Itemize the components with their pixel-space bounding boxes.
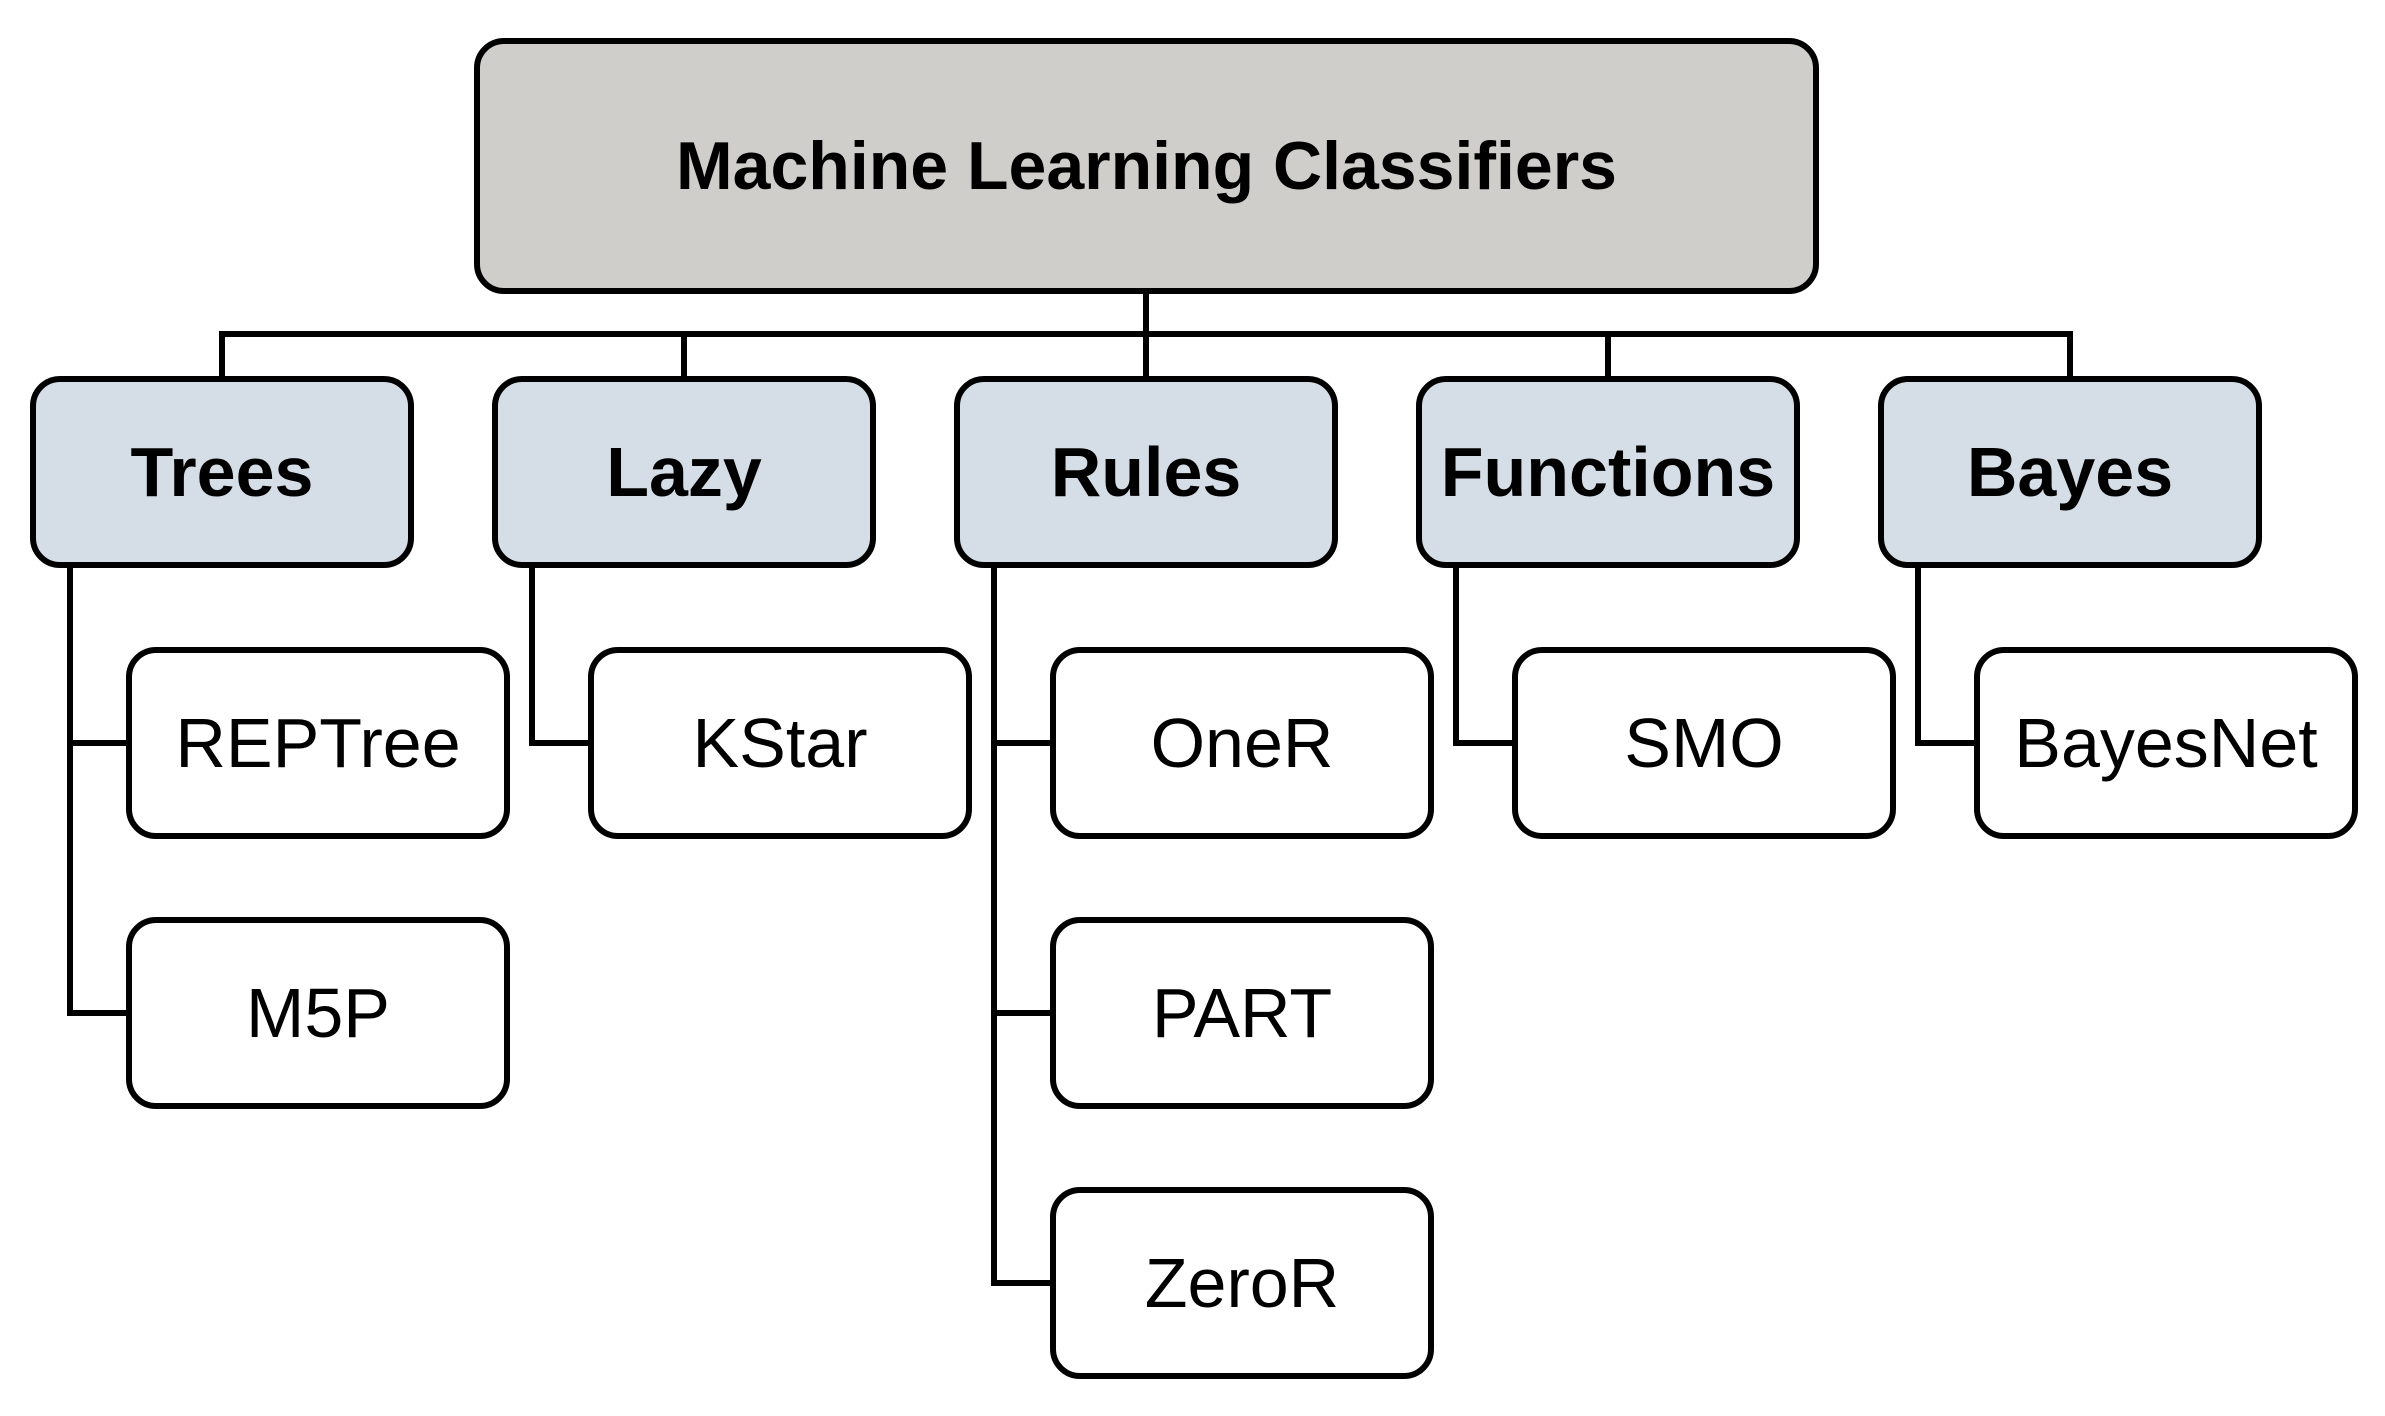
leaf-label: OneR	[1150, 704, 1334, 782]
leaf-label: PART	[1151, 974, 1333, 1052]
leaf-kstar: KStar	[588, 647, 972, 839]
category-trees: Trees	[30, 376, 414, 568]
leaf-smo: SMO	[1512, 647, 1896, 839]
category-label: Functions	[1440, 433, 1776, 511]
category-label: Bayes	[1966, 433, 2174, 511]
category-label: Trees	[130, 433, 314, 511]
leaf-label: KStar	[692, 704, 868, 782]
leaf-part: PART	[1050, 917, 1434, 1109]
leaf-oner: OneR	[1050, 647, 1434, 839]
category-bayes: Bayes	[1878, 376, 2262, 568]
leaf-bayesnet: BayesNet	[1974, 647, 2358, 839]
leaf-label: BayesNet	[2014, 704, 2318, 782]
leaf-label: SMO	[1624, 704, 1784, 782]
leaf-label: M5P	[246, 974, 390, 1052]
category-lazy: Lazy	[492, 376, 876, 568]
leaf-m5p: M5P	[126, 917, 510, 1109]
category-functions: Functions	[1416, 376, 1800, 568]
leaf-label: REPTree	[175, 704, 461, 782]
category-label: Rules	[1050, 433, 1242, 511]
category-label: Lazy	[606, 433, 762, 511]
leaf-reptree: REPTree	[126, 647, 510, 839]
category-rules: Rules	[954, 376, 1338, 568]
root-label: Machine Learning Classifiers	[676, 128, 1617, 204]
leaf-zeror: ZeroR	[1050, 1187, 1434, 1379]
leaf-label: ZeroR	[1144, 1244, 1340, 1322]
root-node: Machine Learning Classifiers	[474, 38, 1819, 294]
